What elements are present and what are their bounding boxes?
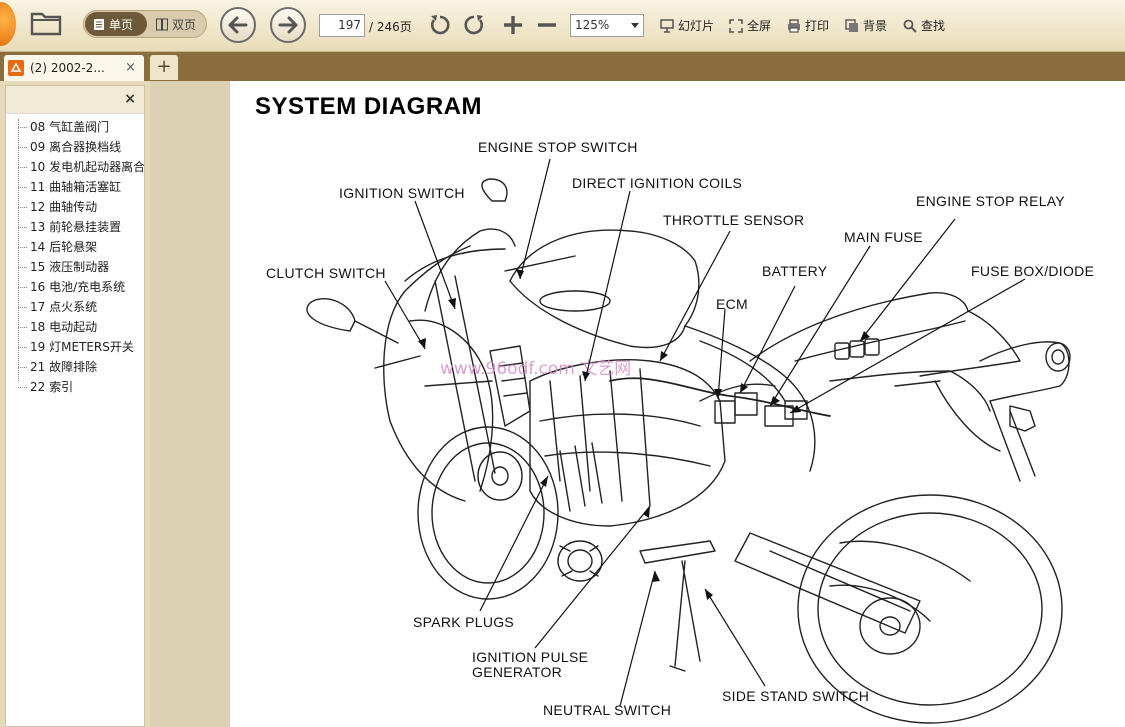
motorcycle-system-diagram: www.96odf.com 文艺网 [266, 139, 1094, 724]
watermark-text: www.96odf.com 文艺网 [440, 359, 631, 379]
print-button[interactable]: 打印 [787, 17, 829, 34]
label-ignition-pulse-generator: IGNITION PULSE [472, 649, 588, 665]
document-tab-title: (2) 2002-2... [30, 61, 105, 75]
label-side-stand-switch: SIDE STAND SWITCH [722, 688, 869, 704]
find-label: 查找 [921, 19, 946, 33]
label-battery: BATTERY [762, 263, 828, 279]
double-page-label: 双页 [172, 17, 197, 32]
label-main-fuse: MAIN FUSE [844, 229, 923, 245]
single-page-button[interactable]: 单页 [85, 12, 147, 36]
slideshow-icon [660, 18, 674, 33]
tab-bar: (2) 2002-2... × + [0, 52, 1125, 81]
open-folder-icon[interactable] [30, 10, 62, 36]
outline-item[interactable]: 13 前轮悬挂装置 [6, 217, 144, 237]
outline-item[interactable]: 16 电池/充电系统 [6, 277, 144, 297]
label-spark-plugs: SPARK PLUGS [413, 614, 514, 630]
label-neutral-switch: NEUTRAL SWITCH [543, 702, 671, 718]
outline-sidebar: × 08 气缸盖阀门 09 离合器换档线 10 发电机起动器离合 11 曲轴箱活… [0, 81, 150, 727]
label-ecm: ECM [716, 296, 748, 312]
outline-header: × [6, 86, 144, 114]
leader-lines [384, 158, 1026, 707]
outline-panel: × 08 气缸盖阀门 09 离合器换档线 10 发电机起动器离合 11 曲轴箱活… [5, 85, 145, 727]
fullscreen-button[interactable]: 全屏 [729, 17, 771, 34]
close-sidebar-icon[interactable]: × [124, 91, 136, 107]
outline-item[interactable]: 09 离合器换档线 [6, 137, 144, 157]
outline-item[interactable]: 22 索引 [6, 377, 144, 397]
pdf-file-icon [8, 60, 24, 76]
outline-item[interactable]: 21 故障排除 [6, 357, 144, 377]
search-icon [903, 19, 917, 33]
page-number-input[interactable]: 197 [319, 14, 365, 37]
outline-list: 08 气缸盖阀门 09 离合器换档线 10 发电机起动器离合 11 曲轴箱活塞缸… [6, 114, 144, 397]
outline-item[interactable]: 10 发电机起动器离合 [6, 157, 144, 177]
printer-icon [788, 18, 800, 33]
label-ignition-pulse-generator-2: GENERATOR [472, 664, 562, 680]
find-button[interactable]: 查找 [903, 17, 945, 34]
label-fuse-box-diode: FUSE BOX/DIODE [971, 263, 1094, 279]
toolbar: 单页 双页 197 / 246页 125% [0, 0, 1125, 52]
arrow-right-icon [278, 16, 298, 34]
rotate-right-icon[interactable] [462, 12, 486, 38]
next-page-button[interactable] [270, 7, 306, 43]
outline-item[interactable]: 18 电动起动 [6, 317, 144, 337]
page-total-label: / 246页 [369, 20, 412, 34]
new-tab-button[interactable]: + [150, 55, 178, 80]
document-tab[interactable]: (2) 2002-2... × [4, 55, 144, 81]
view-mode-toggle: 单页 双页 [83, 10, 207, 38]
slideshow-button[interactable]: 幻灯片 [660, 17, 714, 34]
chevron-down-icon [631, 23, 639, 28]
outline-item[interactable]: 08 气缸盖阀门 [6, 117, 144, 137]
print-label: 打印 [805, 19, 830, 33]
outline-item[interactable]: 19 灯METERS开关 [6, 337, 144, 357]
arrow-left-icon [228, 16, 248, 34]
background-button[interactable]: 背景 [845, 17, 887, 34]
background-icon [845, 18, 858, 32]
double-page-icon [156, 18, 168, 30]
outline-item[interactable]: 12 曲轴传动 [6, 197, 144, 217]
rotate-left-icon[interactable] [428, 12, 452, 38]
zoom-in-icon[interactable] [501, 12, 525, 38]
slideshow-label: 幻灯片 [678, 19, 715, 33]
app-logo-icon[interactable] [0, 2, 16, 46]
zoom-select[interactable]: 125% [570, 14, 644, 37]
motorcycle-illustration [306, 178, 1071, 724]
outline-item[interactable]: 15 液压制动器 [6, 257, 144, 277]
zoom-out-icon[interactable] [535, 12, 559, 38]
outline-tree-line [18, 119, 19, 381]
outline-item[interactable]: 11 曲轴箱活塞缸 [6, 177, 144, 197]
previous-page-button[interactable] [220, 7, 256, 43]
outline-item[interactable]: 14 后轮悬架 [6, 237, 144, 257]
label-direct-ignition-coils: DIRECT IGNITION COILS [572, 175, 742, 191]
label-throttle-sensor: THROTTLE SENSOR [663, 212, 804, 228]
label-engine-stop-switch: ENGINE STOP SWITCH [478, 139, 638, 155]
single-page-label: 单页 [109, 17, 134, 32]
background-label: 背景 [863, 19, 888, 33]
close-tab-icon[interactable]: × [125, 60, 136, 75]
fullscreen-icon [729, 18, 743, 33]
label-ignition-switch: IGNITION SWITCH [339, 185, 465, 201]
label-engine-stop-relay: ENGINE STOP RELAY [916, 193, 1065, 209]
fullscreen-label: 全屏 [747, 19, 772, 33]
page-title: SYSTEM DIAGRAM [255, 93, 483, 120]
outline-item[interactable]: 17 点火系统 [6, 297, 144, 317]
leader-arrowheads [418, 269, 870, 600]
double-page-button[interactable]: 双页 [148, 12, 206, 36]
pdf-page: SYSTEM DIAGRAM [230, 81, 1125, 727]
single-page-icon [94, 18, 104, 30]
label-clutch-switch: CLUTCH SWITCH [266, 265, 386, 281]
zoom-value: 125% [575, 18, 610, 32]
